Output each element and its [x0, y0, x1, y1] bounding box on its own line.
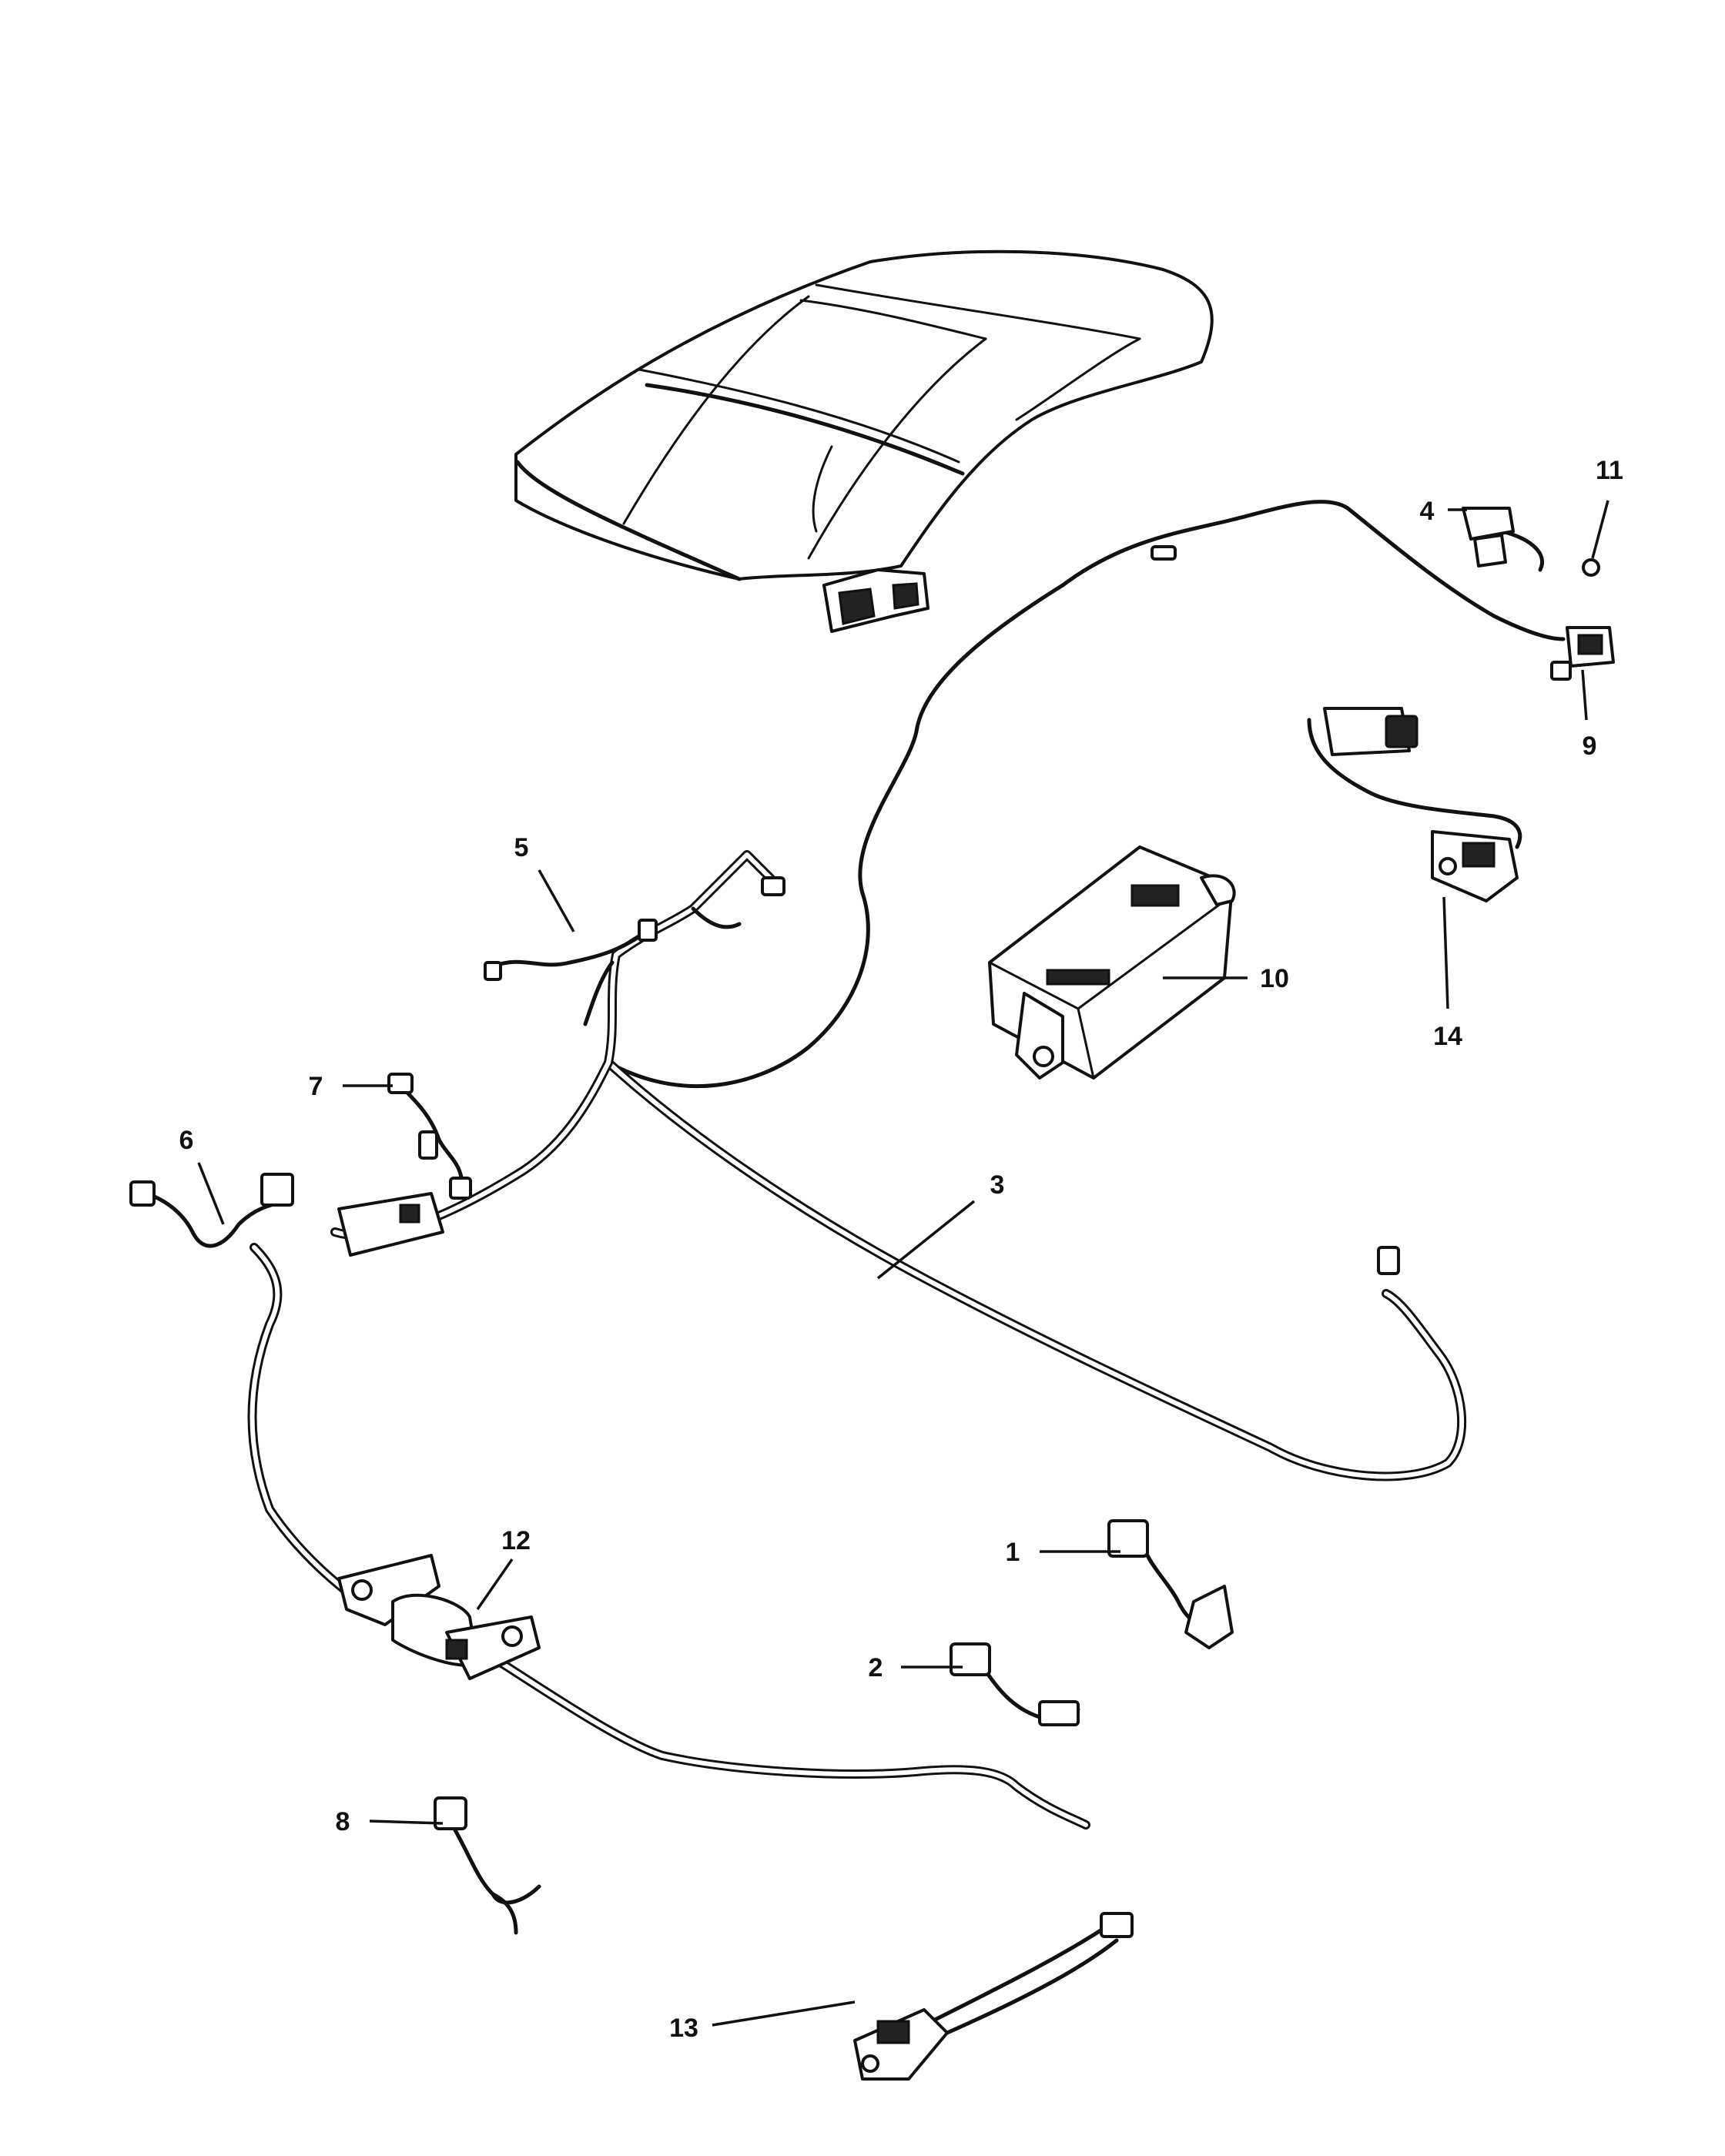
callout-11: 11: [1596, 456, 1623, 485]
harness-3: [604, 500, 1566, 1481]
part-12: [247, 1243, 1090, 1830]
callout-2: 2: [869, 1653, 883, 1682]
callout-1: 1: [1006, 1538, 1020, 1567]
part-10: [988, 845, 1236, 1080]
part-8: [434, 1796, 541, 1935]
callout-12: 12: [501, 1526, 531, 1555]
part-2: [950, 1642, 1080, 1726]
callout-4: 4: [1420, 497, 1435, 526]
callout-8: 8: [336, 1807, 350, 1836]
part-1: [1107, 1519, 1234, 1649]
part-5: [484, 919, 658, 981]
part-6: [129, 1173, 294, 1248]
callout-9: 9: [1583, 732, 1597, 761]
part-13: [853, 1912, 1134, 2081]
callout-6: 6: [179, 1126, 194, 1155]
part-4: [1462, 507, 1544, 572]
part-9: [1550, 626, 1615, 681]
callout-13: 13: [669, 2014, 698, 2043]
callout-10: 10: [1260, 964, 1289, 993]
part-14: [1307, 707, 1522, 902]
callout-3: 3: [990, 1170, 1005, 1200]
callouts: 1 2 3 4 5 6 7 8 9 10 11 12 13 14: [179, 456, 1623, 2043]
harness-left-branch: [330, 850, 785, 1257]
leader-lines: [197, 500, 1609, 2027]
part-11: [1582, 558, 1600, 577]
callout-14: 14: [1433, 1022, 1462, 1051]
callout-7: 7: [309, 1072, 323, 1101]
roof-panel: [514, 249, 1214, 633]
callout-5: 5: [514, 833, 529, 862]
part-7: [387, 1073, 472, 1200]
